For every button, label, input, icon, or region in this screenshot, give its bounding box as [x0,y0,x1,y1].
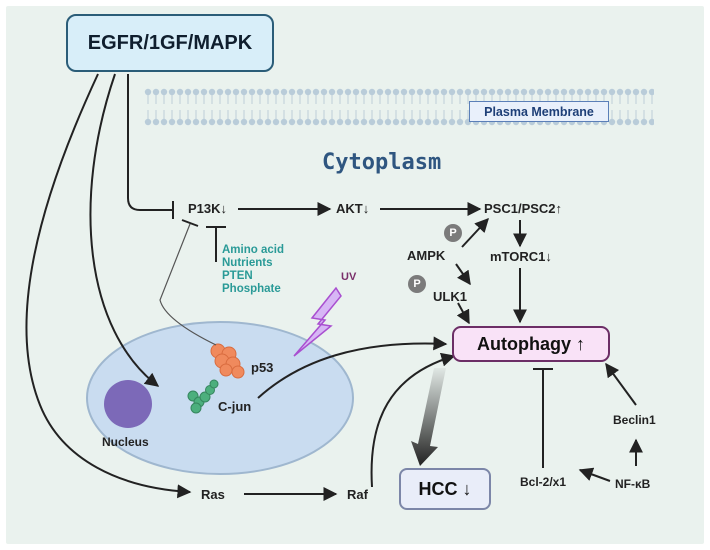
egfr-box: EGFR/1GF/MAPK [66,14,274,72]
inhibitor-nutrients: Nutrients [222,257,273,269]
hcc-box: HCC ↓ [399,468,491,510]
uv-lightning-icon [293,286,342,357]
p53-label: p53 [251,360,274,375]
nucleus-label: Nucleus [102,435,149,449]
uv-label: UV [341,271,357,283]
akt-node: AKT↓ [336,201,370,216]
mtorc1-node: mTORC1↓ [490,249,552,264]
ras-node: Ras [201,487,225,502]
p53-protein-icon [210,343,245,379]
bcl-node: Bcl-2/x1 [520,475,567,489]
inhibitor-phosphate: Phosphate [222,283,281,295]
plasma-membrane-text: Plasma Membrane [484,104,594,119]
cytoplasm-label: Cytoplasm [322,150,442,175]
inhibitor-amino-acid: Amino acid [222,244,284,256]
beclin-node: Beclin1 [613,413,656,427]
hcc-label: HCC ↓ [418,478,472,499]
cjun-protein-icon [187,379,219,414]
inhibitor-pten: PTEN [222,270,253,282]
autophagy-label: Autophagy ↑ [477,333,585,354]
nucleus-shape [104,380,152,428]
phospho-badge-ampk-psc: P [444,224,462,242]
cell-compartment [86,321,354,475]
autophagy-to-hcc-arrow [411,368,446,466]
ulk1-node: ULK1 [433,289,467,304]
phospho-badge-ulk1: P [408,275,426,293]
psc-node: PSC1/PSC2↑ [484,201,563,216]
egfr-label: EGFR/1GF/MAPK [87,31,253,54]
autophagy-box: Autophagy ↑ [452,326,610,362]
pi3k-node: P13K↓ [188,201,228,216]
raf-node: Raf [347,487,368,502]
nfkb-node: NF-κB [615,477,651,491]
cjun-label: C-jun [218,399,252,414]
inhibitor-list: Amino acid Nutrients PTEN Phosphate [222,244,284,296]
plasma-membrane-label: Plasma Membrane [469,101,609,122]
ampk-node: AMPK [407,248,446,263]
